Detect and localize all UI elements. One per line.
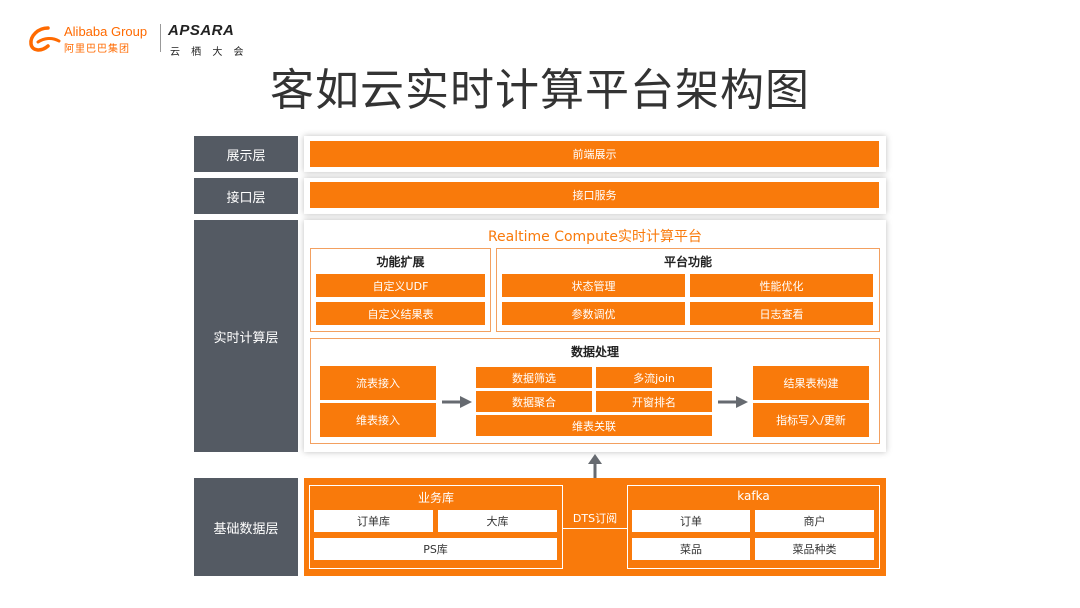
apsara-logo: APSARA 云 栖 大 会 bbox=[168, 22, 248, 58]
ext-item-result-table: 自定义结果表 bbox=[316, 302, 485, 325]
business-db-title: 业务库 bbox=[417, 491, 454, 505]
input-stream-table: 流表接入 bbox=[320, 366, 436, 400]
kafka-box bbox=[627, 485, 880, 569]
kafka-item-merchant: 商户 bbox=[755, 510, 874, 532]
layer-label-interface: 接口层 bbox=[194, 178, 298, 214]
op-filter: 数据筛选 bbox=[476, 367, 592, 388]
dts-connector-line bbox=[563, 528, 627, 529]
output-result-table: 结果表构建 bbox=[753, 366, 869, 400]
kafka-item-dish: 菜品 bbox=[632, 538, 750, 560]
arrow-right-icon bbox=[442, 396, 472, 408]
logo-divider bbox=[160, 24, 161, 52]
layer-label-base: 基础数据层 bbox=[194, 478, 298, 576]
op-window-rank: 开窗排名 bbox=[596, 391, 712, 412]
func-item-performance: 性能优化 bbox=[690, 274, 873, 297]
alibaba-name-cn: 阿里巴巴集团 bbox=[64, 44, 130, 55]
db-item-order: 订单库 bbox=[314, 510, 433, 532]
input-dim-table: 维表接入 bbox=[320, 403, 436, 437]
op-dim-join: 维表关联 bbox=[476, 415, 712, 436]
layer-label-display: 展示层 bbox=[194, 136, 298, 172]
output-metric-write: 指标写入/更新 bbox=[753, 403, 869, 437]
kafka-title: kafka bbox=[737, 489, 770, 503]
alibaba-mark-icon bbox=[29, 26, 61, 52]
db-item-main: 大库 bbox=[438, 510, 557, 532]
kafka-item-dish-category: 菜品种类 bbox=[755, 538, 874, 560]
arrow-right-icon bbox=[718, 396, 748, 408]
kafka-item-order: 订单 bbox=[632, 510, 750, 532]
alibaba-logo: Alibaba Group 阿里巴巴集团 bbox=[28, 22, 158, 58]
business-db-box bbox=[309, 485, 563, 569]
func-item-logs: 日志查看 bbox=[690, 302, 873, 325]
platform-title: Realtime Compute实时计算平台 bbox=[487, 229, 703, 245]
function-extension-title: 功能扩展 bbox=[376, 255, 425, 269]
op-aggregate: 数据聚合 bbox=[476, 391, 592, 412]
dts-subscription-label: DTS订阅 bbox=[572, 512, 618, 525]
arrow-up-icon bbox=[588, 454, 602, 478]
alibaba-name-en: Alibaba Group bbox=[64, 24, 148, 39]
page-title: 客如云实时计算平台架构图 bbox=[270, 65, 810, 116]
ext-item-udf: 自定义UDF bbox=[316, 274, 485, 297]
layer-label-compute: 实时计算层 bbox=[194, 220, 298, 452]
db-item-ps: PS库 bbox=[314, 538, 557, 560]
func-item-state: 状态管理 bbox=[502, 274, 685, 297]
data-processing-title: 数据处理 bbox=[570, 345, 619, 359]
apsara-name-cn: 云 栖 大 会 bbox=[170, 47, 248, 58]
interface-service-bar: 接口服务 bbox=[310, 182, 879, 208]
func-item-tuning: 参数调优 bbox=[502, 302, 685, 325]
apsara-name-en: APSARA bbox=[168, 22, 235, 39]
platform-functions-title: 平台功能 bbox=[663, 255, 712, 269]
op-multi-join: 多流join bbox=[596, 367, 712, 388]
frontend-display-bar: 前端展示 bbox=[310, 141, 879, 167]
